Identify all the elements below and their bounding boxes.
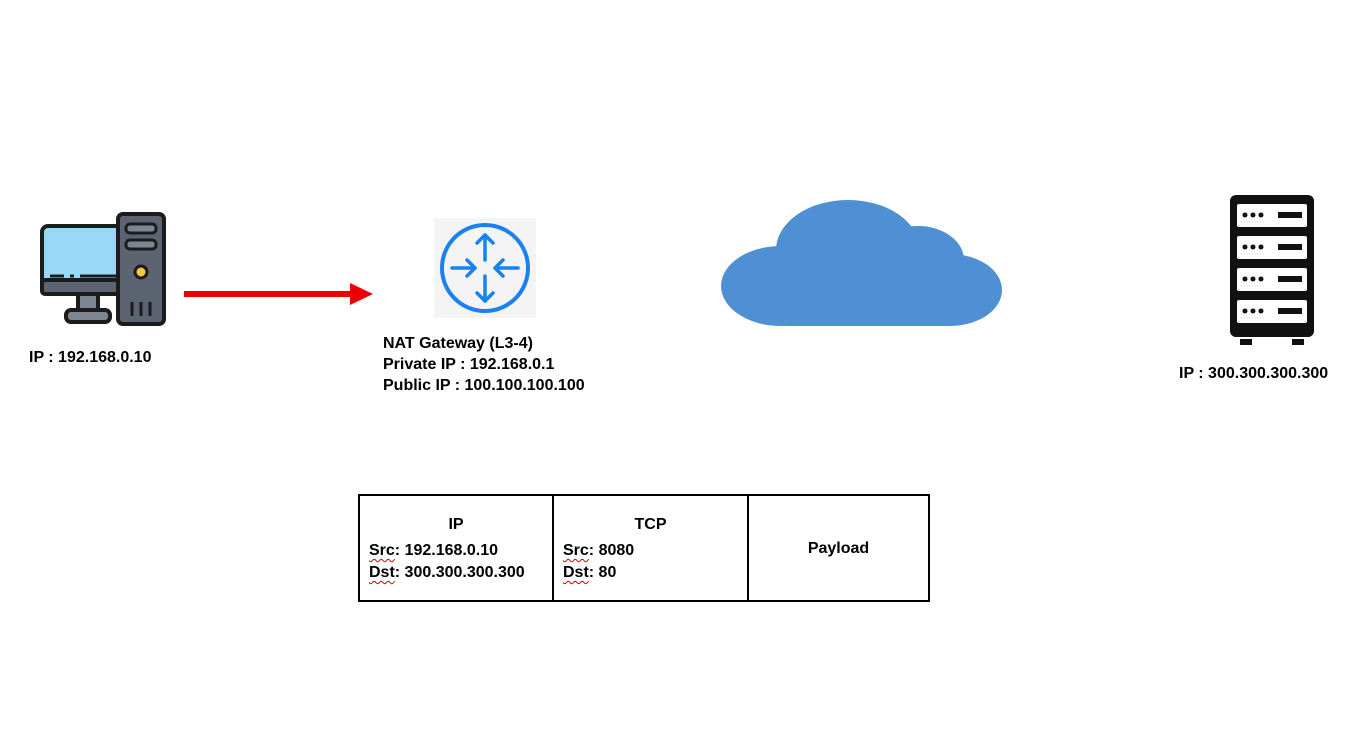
desktop-computer-icon: [40, 212, 166, 326]
tcp-src: Src: 8080: [563, 542, 634, 560]
ip-src-key: Src: [369, 542, 395, 559]
payload-label: Payload: [807, 540, 870, 557]
router-icon: [434, 218, 536, 318]
tcp-dst-key: Dst: [563, 564, 589, 581]
tcp-src-key: Src: [563, 542, 589, 559]
cloud-icon: [721, 200, 1002, 326]
gateway-title: NAT Gateway (L3-4): [383, 335, 533, 352]
packet-tcp-header: TCP Src: 8080 Dst: 80: [554, 496, 749, 600]
ip-src: Src: 192.168.0.10: [369, 542, 498, 560]
gateway-public-ip: Public IP : 100.100.100.100: [383, 377, 585, 394]
tcp-dst: Dst: 80: [563, 564, 616, 582]
server-rack-icon: [1230, 195, 1314, 345]
ip-src-value: : 192.168.0.10: [394, 542, 498, 559]
tcp-header-title: TCP: [634, 516, 667, 533]
ip-dst-value: : 300.300.300.300: [394, 564, 525, 581]
tcp-dst-value: : 80: [588, 564, 617, 581]
packet-payload: Payload: [749, 496, 928, 600]
client-ip-label: IP : 192.168.0.10: [29, 349, 152, 366]
tcp-src-value: : 8080: [588, 542, 635, 559]
packet-diagram: IP Src: 192.168.0.10 Dst: 300.300.300.30…: [358, 494, 930, 602]
server-ip-label: IP : 300.300.300.300: [1179, 365, 1329, 382]
traffic-arrow: [184, 283, 373, 305]
packet-ip-header: IP Src: 192.168.0.10 Dst: 300.300.300.30…: [360, 496, 554, 600]
ip-dst: Dst: 300.300.300.300: [369, 564, 525, 582]
ip-dst-key: Dst: [369, 564, 395, 581]
gateway-private-ip: Private IP : 192.168.0.1: [383, 356, 555, 373]
gateway-labels: NAT Gateway (L3-4) Private IP : 192.168.…: [383, 333, 585, 396]
ip-header-title: IP: [448, 516, 464, 533]
